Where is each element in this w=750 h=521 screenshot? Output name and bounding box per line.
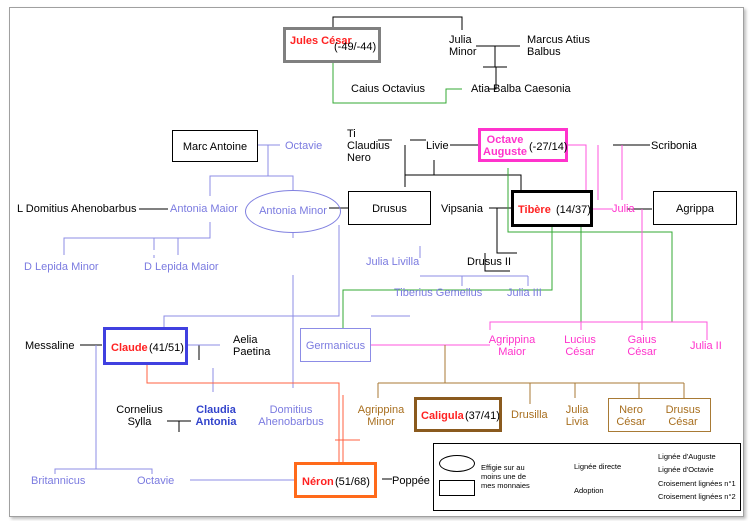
node-drusus-cesar: Drusus César bbox=[665, 404, 701, 428]
node-agrippina-maior: Agrippina Maior bbox=[488, 334, 536, 358]
node-octavie2: Octavie bbox=[137, 475, 175, 487]
legend-lignee-octavie: Lignée d'Octavie bbox=[658, 465, 714, 474]
legend-lignee-directe: Lignée directe bbox=[574, 462, 622, 471]
node-neron: Néron (51/68) bbox=[294, 462, 377, 498]
node-tibere: Tibère (14/37) bbox=[511, 190, 593, 227]
legend-rect-icon bbox=[439, 480, 475, 496]
neron-dates: (51/68) bbox=[335, 476, 370, 488]
node-caligula: Caligula (37/41) bbox=[414, 397, 502, 432]
node-l-domitius: L Domitius Ahenobarbus bbox=[17, 203, 137, 215]
node-d-lepida-minor: D Lepida Minor bbox=[24, 261, 99, 273]
node-germanicus: Germanicus bbox=[300, 328, 371, 362]
tibere-dates: (14/37) bbox=[556, 204, 591, 216]
node-britannicus: Britannicus bbox=[31, 475, 86, 487]
node-julia-iii: Julia III bbox=[507, 287, 542, 299]
legend-croisement-2: Croisement lignées n°2 bbox=[658, 492, 736, 501]
node-gaius: Gaius César bbox=[627, 334, 657, 358]
node-caius-octavius: Caius Octavius bbox=[351, 83, 425, 95]
node-lucius: Lucius César bbox=[564, 334, 596, 358]
jules-cesar-name: Jules César bbox=[290, 35, 352, 47]
node-octave-auguste: Octave Auguste (-27/14) bbox=[478, 128, 568, 162]
node-julia-minor: Julia Minor bbox=[449, 34, 477, 58]
node-drusus-ii: Drusus II bbox=[467, 256, 512, 268]
node-poppee: Poppée bbox=[392, 475, 430, 487]
jules-cesar-dates: (-49/-44) bbox=[334, 41, 377, 53]
node-octavie: Octavie bbox=[285, 140, 323, 152]
legend-lignee-auguste: Lignée d'Auguste bbox=[658, 452, 716, 461]
node-nero-drusus-box: Nero César Drusus César bbox=[608, 398, 711, 432]
node-atia: Atia Balba Caesonia bbox=[471, 83, 571, 95]
node-marc-antoine: Marc Antoine bbox=[172, 130, 258, 162]
caligula-name: Caligula bbox=[421, 410, 464, 422]
node-drusilla: Drusilla bbox=[511, 409, 548, 421]
node-vipsania: Vipsania bbox=[441, 203, 483, 215]
node-claude: Claude (41/51) bbox=[103, 327, 188, 365]
caligula-dates: (37/41) bbox=[465, 410, 500, 422]
octave-dates: (-27/14) bbox=[529, 141, 568, 153]
node-claudia: Claudia Antonia bbox=[195, 404, 237, 428]
node-julia-livilla: Julia Livilla bbox=[366, 256, 420, 268]
node-d-lepida-maior: D Lepida Maior bbox=[144, 261, 219, 273]
node-julia-livia: Julia Livia bbox=[565, 404, 589, 428]
node-aelia: Aelia Paetina bbox=[233, 334, 271, 358]
diagram-frame bbox=[9, 7, 744, 517]
neron-name: Néron bbox=[302, 476, 334, 488]
node-antonia-maior: Antonia Maior bbox=[170, 203, 238, 215]
octave-name: Octave Auguste bbox=[483, 134, 527, 158]
legend-adoption: Adoption bbox=[574, 486, 604, 495]
node-agrippina-minor: Agrippina Minor bbox=[357, 404, 405, 428]
node-julia-ii: Julia II bbox=[690, 340, 722, 352]
legend-ellipse-icon bbox=[439, 455, 475, 472]
tibere-name: Tibère bbox=[518, 204, 551, 216]
node-scribonia: Scribonia bbox=[651, 140, 697, 152]
claude-dates: (41/51) bbox=[149, 342, 184, 354]
node-antonia-minor: Antonia Minor bbox=[245, 190, 341, 233]
node-domitius: Domitius Ahenobarbus bbox=[258, 404, 324, 428]
node-marcus-atius: Marcus Atius Balbus bbox=[527, 34, 590, 58]
node-agrippa: Agrippa bbox=[653, 191, 737, 225]
node-jules-cesar: Jules César (-49/-44) bbox=[283, 27, 381, 63]
node-drusus: Drusus bbox=[348, 191, 431, 225]
node-livie: Livie bbox=[426, 140, 449, 152]
node-ti-claudius: Ti Claudius Nero bbox=[347, 128, 390, 164]
node-julia: Julia bbox=[612, 203, 635, 215]
legend-effigie: Effigie sur au moins une de mes monnaies bbox=[481, 463, 530, 490]
legend-croisement-1: Croisement lignées n°1 bbox=[658, 479, 736, 488]
node-cornelius: Cornelius Sylla bbox=[116, 404, 163, 428]
legend bbox=[433, 443, 741, 511]
node-nero-cesar: Nero César bbox=[616, 404, 646, 428]
node-tiberius-gemellus: Tiberius Gemellus bbox=[394, 287, 483, 299]
node-messaline: Messaline bbox=[25, 340, 75, 352]
claude-name: Claude bbox=[111, 342, 148, 354]
